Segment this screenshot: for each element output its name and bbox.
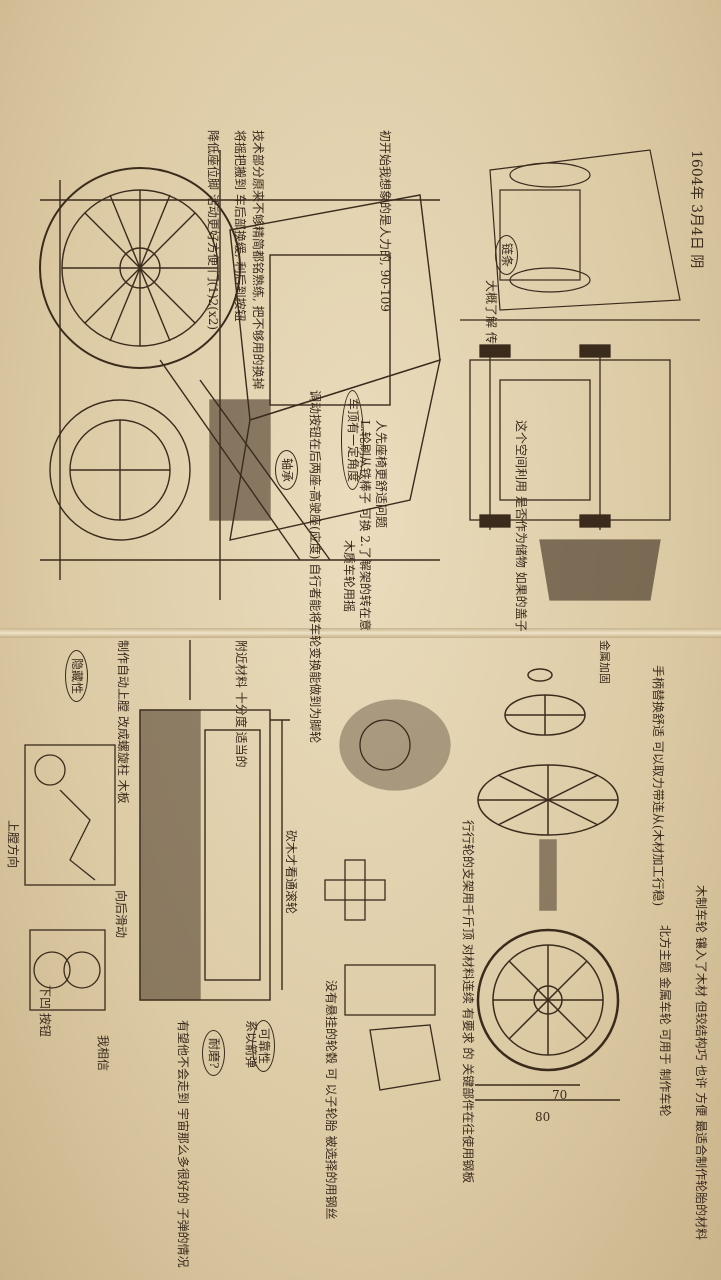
note-top-6: 这个空间利用 是否作为储物 如果的盖子 xyxy=(514,420,528,632)
wheel-spokes xyxy=(62,190,218,346)
note-top-9: 木质车轮用摇 xyxy=(342,540,356,613)
axle-sketch xyxy=(469,344,671,601)
note-top-7: 人先座椅更舒适问题 xyxy=(374,420,388,529)
note-top-11: 调动按钮在后两座-高驶座(应度) 自行者能将车轮变换能做到为脚轮 xyxy=(308,390,322,744)
note-bottom-11: 我相信 xyxy=(96,1035,110,1072)
note-bottom-8: 系以箭弹 xyxy=(244,1020,258,1069)
note-top-5: 大概了解 传动 xyxy=(484,280,498,356)
gear-sketch xyxy=(324,699,451,1091)
dimension-70: 70 xyxy=(552,1088,568,1102)
note-bottom-5: 下凹 按钮 xyxy=(38,985,52,1037)
note-top-12: 轴承 xyxy=(275,450,298,491)
note-top-2: 将摇把搬到 车后部换缓, 利后到按钮 xyxy=(233,130,247,322)
note-top-10: 车顶有一定角度 xyxy=(341,390,364,491)
wheels-lower xyxy=(475,668,620,1101)
note-bottom-3: 上膛方向 xyxy=(6,820,20,869)
note-bottom-6: 砍木才看通滚轮 xyxy=(284,830,298,915)
dimension-80: 80 xyxy=(535,1110,551,1124)
note-bottom-2: 隐藏性 xyxy=(65,650,88,703)
note-top-0: 技术部分原来不够精简都铭熟练, 把不够用的换掉 xyxy=(251,130,265,390)
note-bottom-13: 金属加固 xyxy=(598,640,611,684)
note-bottom-10: 有望他不会走到 宇宙那么多很好的 子弹的情况 xyxy=(176,1020,190,1268)
note-bottom-15: 没有悬挂的轮毂 可 以子轮胎 被选择的用钢丝 xyxy=(324,980,338,1220)
page-fold xyxy=(0,628,721,638)
cart-sketch xyxy=(39,150,441,600)
note-bottom-16: 木制车轮 镶入了木材 但较结构巧 也许 方便 最适合制作轮胎的材料 xyxy=(694,885,708,1241)
note-bottom-12: 手柄替换舒适 可以取力带连从(木材加工行稳) xyxy=(651,665,665,907)
note-bottom-9: 耐磨? xyxy=(202,1030,225,1077)
note-bottom-0: 附近材料 十分度 适当的 xyxy=(234,640,248,768)
trigger-sketch xyxy=(24,744,116,1011)
note-bottom-14: 行行轮的支架用千斤顶 对材料连续 有要求 的 关键部件在往使用钢板 xyxy=(461,820,475,1184)
note-bottom-17: 北方主题 金属车轮 可用于 制作车轮 xyxy=(658,925,672,1117)
note-bottom-4: 向后滑动 xyxy=(114,890,128,939)
note-top-4: 链条 xyxy=(495,235,518,276)
note-top-1: 初开始我想象的是人力的, 90-109 xyxy=(378,130,392,312)
mechanism-sketch xyxy=(139,640,290,1001)
note-top-3: 降低座位脚 活动更好方便 门(1)2(x2) xyxy=(206,130,220,331)
sketch-date: 1604年 3月4日 阴 xyxy=(688,150,704,269)
seat-sketch xyxy=(460,149,700,321)
note-bottom-1: 制作自动上膛 改成螺旋柱 木板 xyxy=(116,640,130,804)
